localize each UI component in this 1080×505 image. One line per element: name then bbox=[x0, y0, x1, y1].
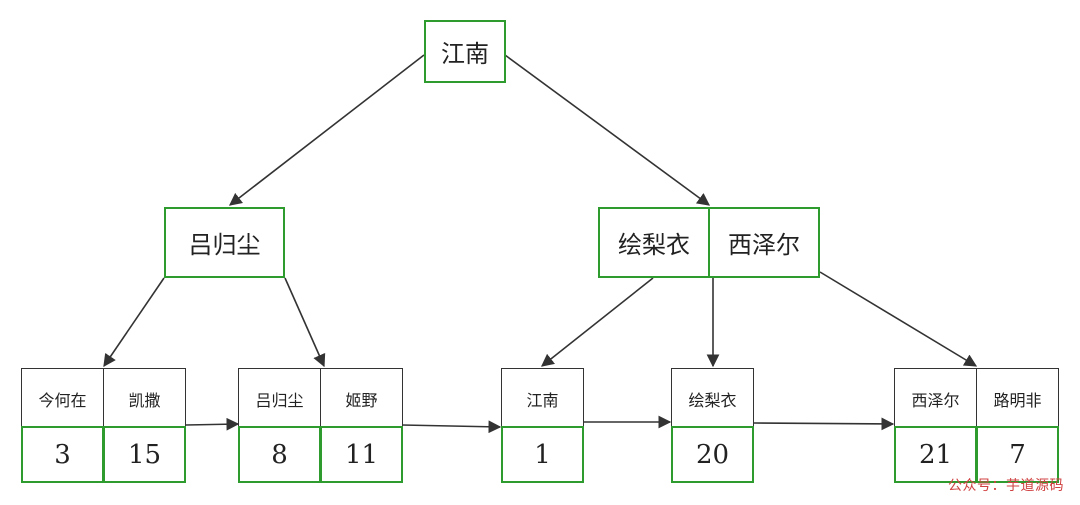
edge-left-leaf1 bbox=[103, 277, 165, 368]
leaf2-key-2-text: 姬野 bbox=[345, 390, 378, 410]
leaf5-value-2: 7 bbox=[976, 426, 1059, 483]
leaf3-value-1: 1 bbox=[501, 426, 584, 483]
leaf5-key-1-text: 西泽尔 bbox=[911, 390, 960, 410]
leaf5-value-2-text: 7 bbox=[1009, 439, 1026, 470]
watermark-text: 公众号：芋道源码 bbox=[948, 478, 1064, 494]
leaf4-value-1-text: 20 bbox=[695, 439, 730, 470]
edge-left-leaf2 bbox=[284, 277, 326, 368]
internal-right-key-2: 西泽尔 bbox=[728, 231, 800, 259]
leaf2-key-1: 吕归尘 bbox=[238, 368, 321, 428]
internal-node-right-key-1: 绘梨衣 bbox=[598, 207, 710, 278]
leaf1-key-2: 凯撒 bbox=[103, 368, 186, 428]
leaf3-key-1-text: 江南 bbox=[526, 390, 559, 410]
leaf1-key-2-text: 凯撒 bbox=[128, 390, 161, 410]
leaf5-value-1: 21 bbox=[894, 426, 977, 483]
leaf1-value-1-text: 3 bbox=[54, 439, 71, 470]
edge-root-right bbox=[504, 54, 711, 206]
internal-node-right-key-2: 西泽尔 bbox=[708, 207, 820, 278]
leaf1-value-2-text: 15 bbox=[127, 439, 162, 470]
leaf2-value-1-text: 8 bbox=[271, 439, 288, 470]
leaf1-key-1-text: 今何在 bbox=[38, 390, 87, 410]
internal-node-left: 吕归尘 bbox=[164, 207, 285, 278]
leaf2-value-2: 11 bbox=[320, 426, 403, 483]
leaf2-value-2-text: 11 bbox=[344, 439, 379, 470]
leaf-link-2-3 bbox=[401, 420, 502, 434]
leaf5-value-1-text: 21 bbox=[918, 439, 953, 470]
leaf1-key-1: 今何在 bbox=[21, 368, 104, 428]
leaf1-value-2: 15 bbox=[103, 426, 186, 483]
leaf4-value-1: 20 bbox=[671, 426, 754, 483]
leaf3-value-1-text: 1 bbox=[534, 439, 551, 470]
leaf5-key-2-text: 路明非 bbox=[993, 390, 1042, 410]
leaf1-value-1: 3 bbox=[21, 426, 104, 483]
edge-root-left bbox=[228, 54, 425, 206]
leaf5-key-2: 路明非 bbox=[976, 368, 1059, 428]
leaf3-key-1: 江南 bbox=[501, 368, 584, 428]
leaf-link-4-5 bbox=[753, 417, 895, 431]
leaf5-key-1: 西泽尔 bbox=[894, 368, 977, 428]
edge-right-leaf3 bbox=[540, 277, 654, 367]
leaf2-key-1-text: 吕归尘 bbox=[255, 390, 304, 410]
leaf2-key-2: 姬野 bbox=[320, 368, 403, 428]
leaf-link-1-2 bbox=[185, 417, 240, 431]
root-node: 江南 bbox=[424, 20, 506, 83]
leaf2-value-1: 8 bbox=[238, 426, 321, 483]
internal-left-key: 吕归尘 bbox=[188, 231, 261, 259]
leaf4-key-1-text: 绘梨衣 bbox=[688, 390, 737, 410]
root-key: 江南 bbox=[441, 40, 489, 68]
internal-right-key-1: 绘梨衣 bbox=[618, 231, 690, 259]
leaf4-key-1: 绘梨衣 bbox=[671, 368, 754, 428]
edge-right-leaf5 bbox=[819, 271, 978, 367]
